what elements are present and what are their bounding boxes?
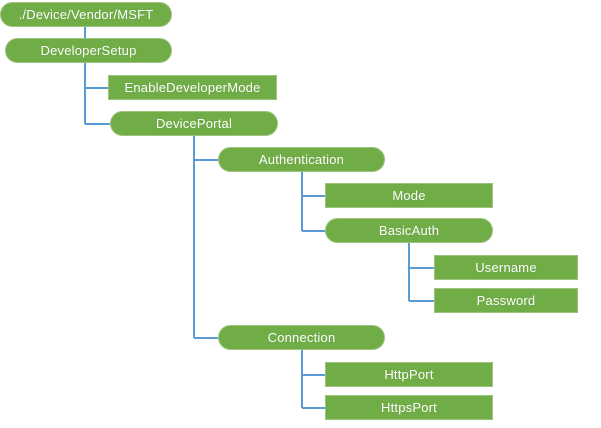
node-httpport[interactable]: HttpPort: [325, 362, 493, 387]
node-httpport-label: HttpPort: [384, 367, 434, 382]
node-developersetup-label: DeveloperSetup: [40, 43, 137, 58]
node-developersetup[interactable]: DeveloperSetup: [5, 38, 172, 63]
node-enabledevelopermode-label: EnableDeveloperMode: [124, 80, 261, 95]
node-authentication[interactable]: Authentication: [218, 147, 385, 172]
node-password[interactable]: Password: [434, 288, 578, 313]
node-enabledevelopermode[interactable]: EnableDeveloperMode: [108, 75, 277, 100]
node-authentication-label: Authentication: [258, 152, 345, 167]
node-basicauth[interactable]: BasicAuth: [325, 218, 493, 243]
node-root[interactable]: ./Device/Vendor/MSFT: [0, 2, 172, 27]
node-mode-label: Mode: [392, 188, 426, 203]
node-username-label: Username: [475, 260, 537, 275]
node-password-label: Password: [476, 293, 536, 308]
node-httpsport-label: HttpsPort: [381, 400, 437, 415]
node-httpsport[interactable]: HttpsPort: [325, 395, 493, 420]
node-basicauth-label: BasicAuth: [378, 223, 440, 238]
node-deviceportal[interactable]: DevicePortal: [110, 111, 278, 136]
node-deviceportal-label: DevicePortal: [155, 116, 233, 131]
node-username[interactable]: Username: [434, 255, 578, 280]
node-mode[interactable]: Mode: [325, 183, 493, 208]
node-connection[interactable]: Connection: [218, 325, 385, 350]
node-connection-label: Connection: [267, 330, 336, 345]
node-root-label: ./Device/Vendor/MSFT: [18, 7, 154, 22]
